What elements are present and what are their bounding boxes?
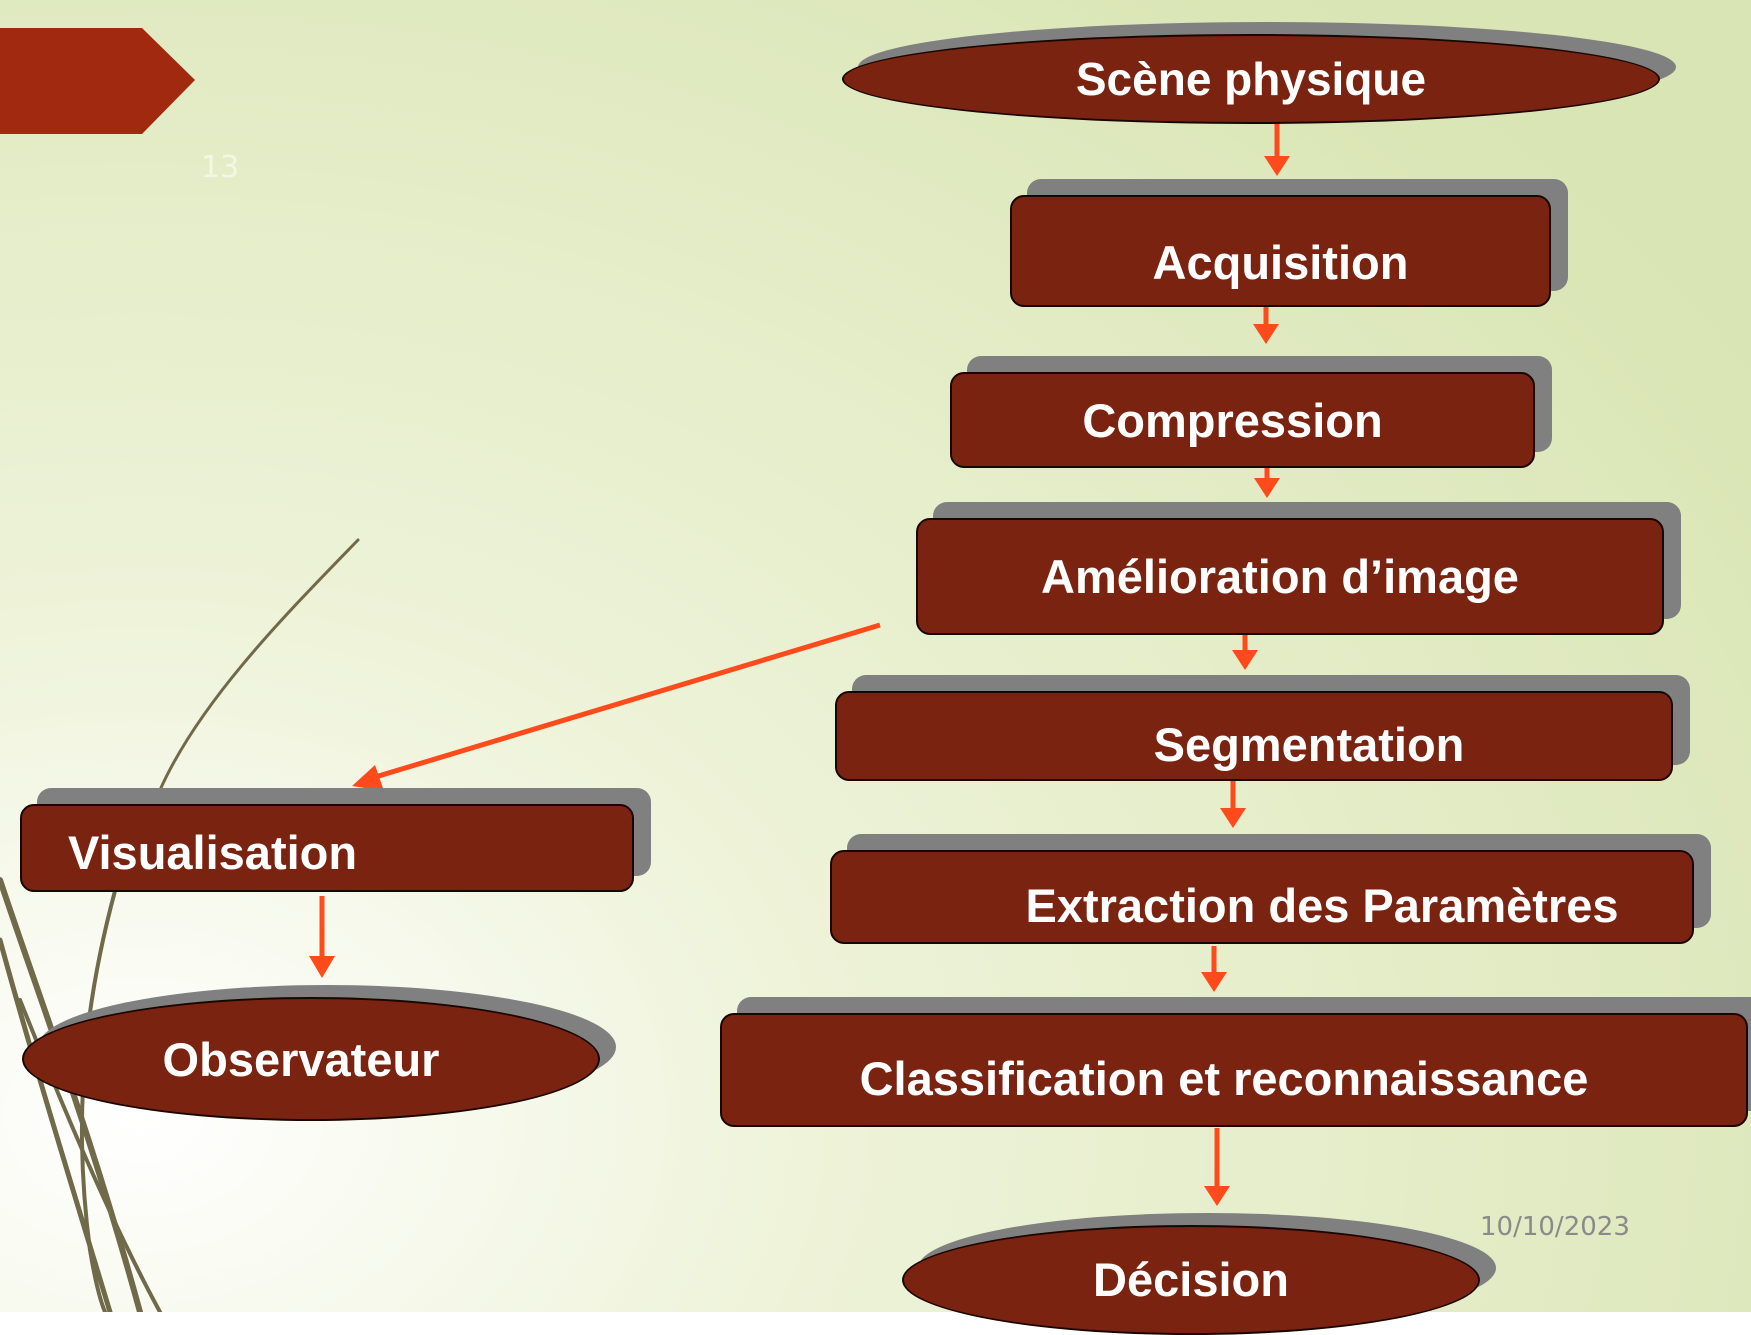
- node-scene-label: Scène physique: [1075, 53, 1427, 105]
- node-extraction-label: Extraction des Paramètres: [1025, 878, 1619, 932]
- node-segmentation: Segmentation: [835, 691, 1673, 781]
- node-extraction: Extraction des Paramètres: [830, 850, 1694, 944]
- node-amelioration: Amélioration d’image: [916, 518, 1664, 635]
- node-observateur-label: Observateur: [162, 1032, 440, 1086]
- header-tab: [0, 28, 195, 134]
- node-classification: Classification et reconnaissance: [720, 1013, 1748, 1127]
- node-observateur: Observateur: [22, 997, 600, 1121]
- node-decision-label: Décision: [1093, 1253, 1289, 1306]
- node-visualisation-label: Visualisation: [68, 825, 358, 879]
- node-scene-physique: Scène physique: [842, 34, 1660, 124]
- node-acquisition-label: Acquisition: [1152, 235, 1409, 289]
- node-compression-label: Compression: [1082, 393, 1383, 447]
- node-visualisation: Visualisation: [20, 804, 634, 892]
- node-compression: Compression: [950, 372, 1535, 468]
- node-classification-label: Classification et reconnaissance: [859, 1051, 1589, 1105]
- slide-number: 13: [201, 150, 240, 185]
- slide-date: 10/10/2023: [1480, 1212, 1630, 1242]
- node-decision: Décision: [902, 1225, 1480, 1335]
- node-segmentation-label: Segmentation: [1153, 717, 1465, 771]
- node-acquisition: Acquisition: [1010, 195, 1551, 307]
- node-amelioration-label: Amélioration d’image: [1041, 550, 1519, 603]
